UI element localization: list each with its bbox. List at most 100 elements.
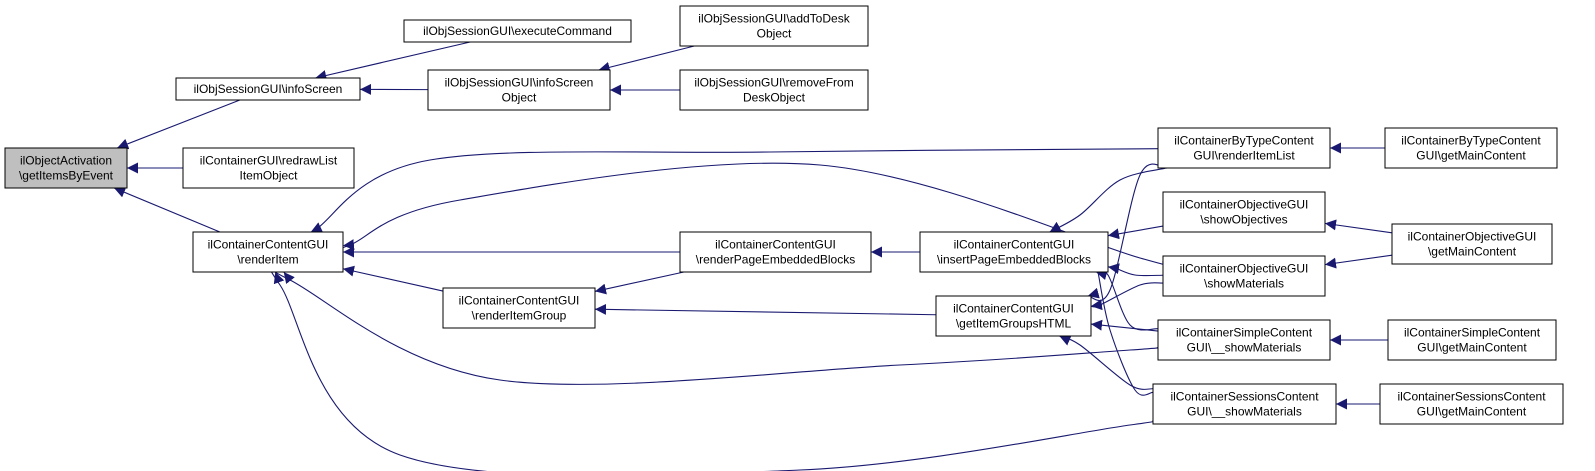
node-label-line: GUI\getMainContent — [1417, 341, 1527, 355]
node-label-line: Object — [757, 27, 792, 41]
node-label-line: GUI\__showMaterials — [1187, 405, 1302, 419]
node-n_simple[interactable]: ilContainerSimpleContentGUI\__showMateri… — [1157, 319, 1331, 361]
node-label-line: \showObjectives — [1200, 213, 1287, 227]
node-label-line: \getMainContent — [1428, 245, 1517, 259]
node-n_rig[interactable]: ilContainerContentGUI\renderItemGroup — [442, 287, 596, 329]
node-label-line: \renderPageEmbeddedBlocks — [696, 253, 855, 267]
edge-n_simple-to-n_ipeb — [1095, 269, 1159, 331]
node-n_bytype_main[interactable]: ilContainerByTypeContentGUI\getMainConte… — [1384, 127, 1558, 169]
edges-layer — [113, 41, 1393, 471]
node-label-line: ilContainerSimpleContent — [1404, 326, 1541, 340]
node-label-line: ilContainerSessionsContent — [1170, 390, 1319, 404]
node-label-line: ilObjSessionGUI\addToDesk — [698, 12, 850, 26]
node-box — [679, 231, 872, 273]
node-label-line: ilContainerGUI\redrawList — [200, 154, 338, 168]
node-label-line: GUI\getMainContent — [1416, 149, 1526, 163]
node-box — [1152, 383, 1337, 425]
node-n_showobj[interactable]: ilContainerObjectiveGUI\showObjectives — [1162, 191, 1326, 233]
node-n_rpeb[interactable]: ilContainerContentGUI\renderPageEmbedded… — [679, 231, 872, 273]
node-label-line: ilObjectActivation — [20, 154, 112, 168]
edge-n_showobj-to-n_ipeb — [1107, 225, 1164, 240]
node-label-line: ilObjSessionGUI\executeCommand — [423, 24, 612, 38]
edge-n_bytype-to-n_ipeb — [1049, 167, 1167, 233]
node-label-line: ItemObject — [239, 169, 298, 183]
edge-n_exec-to-n_info — [315, 41, 471, 81]
node-label-line: \getItemGroupsHTML — [956, 317, 1072, 331]
node-n_simple_main[interactable]: ilContainerSimpleContentGUI\getMainConte… — [1387, 319, 1557, 361]
node-label-line: GUI\getMainContent — [1417, 405, 1527, 419]
node-label-line: GUI\renderItemList — [1193, 149, 1295, 163]
node-box — [1162, 191, 1326, 233]
node-label-line: ilContainerContentGUI — [715, 238, 836, 252]
node-label-line: GUI\__showMaterials — [1187, 341, 1302, 355]
node-n_bytype[interactable]: ilContainerByTypeContentGUI\renderItemLi… — [1157, 127, 1331, 169]
node-box — [1384, 127, 1558, 169]
nodes-layer: ilObjectActivation\getItemsByEvent ilObjS… — [4, 5, 1564, 425]
node-label-line: ilContainerContentGUI — [954, 238, 1075, 252]
node-box — [1379, 383, 1564, 425]
node-box — [679, 69, 869, 111]
node-box — [442, 287, 596, 329]
edge-n_rpeb-to-n_rig — [594, 271, 685, 295]
edge-n_render-to-root — [113, 187, 221, 233]
node-label-line: DeskObject — [743, 91, 806, 105]
node-n_render[interactable]: ilContainerContentGUI\renderItem — [192, 231, 344, 273]
edge-n_simple-to-n_gighl — [1090, 319, 1159, 332]
node-label-line: ilContainerSimpleContent — [1176, 326, 1313, 340]
edge-n_showmat-to-n_render — [338, 162, 1173, 267]
node-n_gighl[interactable]: ilContainerContentGUI\getItemGroupsHTML — [935, 295, 1092, 337]
node-box — [4, 147, 128, 189]
edge-n_sessions-to-n_render — [269, 267, 1164, 471]
edge-n_add-to-n_infoobj — [598, 45, 695, 73]
edge-n_sessions-to-n_ipeb — [1090, 260, 1154, 396]
node-root[interactable]: ilObjectActivation\getItemsByEvent — [4, 147, 128, 189]
node-label-line: \insertPageEmbeddedBlocks — [937, 253, 1091, 267]
node-box — [1162, 255, 1326, 297]
node-label-line: \showMaterials — [1204, 277, 1284, 291]
edge-n_showmat-to-n_ipeb — [1107, 263, 1164, 277]
node-box — [427, 69, 611, 111]
node-label-line: ilContainerByTypeContent — [1401, 134, 1541, 148]
node-label-line: ilObjSessionGUI\infoScreen — [445, 76, 594, 90]
node-n_showmat[interactable]: ilContainerObjectiveGUI\showMaterials — [1162, 255, 1326, 297]
edge-n_bytype-to-n_render — [304, 148, 1159, 237]
node-n_obj_main[interactable]: ilContainerObjectiveGUI\getMainContent — [1391, 223, 1553, 265]
node-n_sessions[interactable]: ilContainerSessionsContentGUI\__showMate… — [1152, 383, 1337, 425]
node-label-line: ilContainerObjectiveGUI — [1180, 262, 1309, 276]
node-label-line: Object — [502, 91, 537, 105]
node-box — [182, 147, 355, 189]
edge-n_sessions-to-n_gighl — [1059, 335, 1154, 390]
node-box — [192, 231, 344, 273]
node-n_sessions_main[interactable]: ilContainerSessionsContentGUI\getMainCon… — [1379, 383, 1564, 425]
node-label-line: ilContainerObjectiveGUI — [1180, 198, 1309, 212]
node-box — [403, 19, 632, 43]
node-label-line: ilContainerContentGUI — [208, 238, 329, 252]
node-box — [1387, 319, 1557, 361]
node-box — [679, 5, 869, 47]
node-n_ipeb[interactable]: ilContainerContentGUI\insertPageEmbedded… — [919, 231, 1109, 273]
node-label-line: \renderItemGroup — [472, 309, 567, 323]
node-label-line: ilContainerContentGUI — [953, 302, 1074, 316]
edge-n_obj_main-to-n_showobj — [1324, 219, 1393, 234]
node-label-line: ilContainerByTypeContent — [1174, 134, 1314, 148]
node-label-line: ilContainerContentGUI — [459, 294, 580, 308]
node-label-line: ilObjSessionGUI\removeFrom — [694, 76, 853, 90]
edge-n_info-to-root — [116, 99, 241, 150]
node-label-line: ilContainerSessionsContent — [1397, 390, 1546, 404]
node-n_info[interactable]: ilObjSessionGUI\infoScreen — [175, 77, 361, 101]
node-box — [935, 295, 1092, 337]
node-box — [1157, 319, 1331, 361]
edge-n_obj_main-to-n_showmat — [1324, 254, 1393, 269]
edge-n_gighl-to-n_rig — [594, 303, 937, 316]
node-label-line: ilContainerObjectiveGUI — [1408, 230, 1537, 244]
node-box — [1391, 223, 1553, 265]
node-n_exec[interactable]: ilObjSessionGUI\executeCommand — [403, 19, 632, 43]
node-label-line: \getItemsByEvent — [19, 169, 114, 183]
node-label-line: ilObjSessionGUI\infoScreen — [194, 82, 343, 96]
node-box — [919, 231, 1109, 273]
